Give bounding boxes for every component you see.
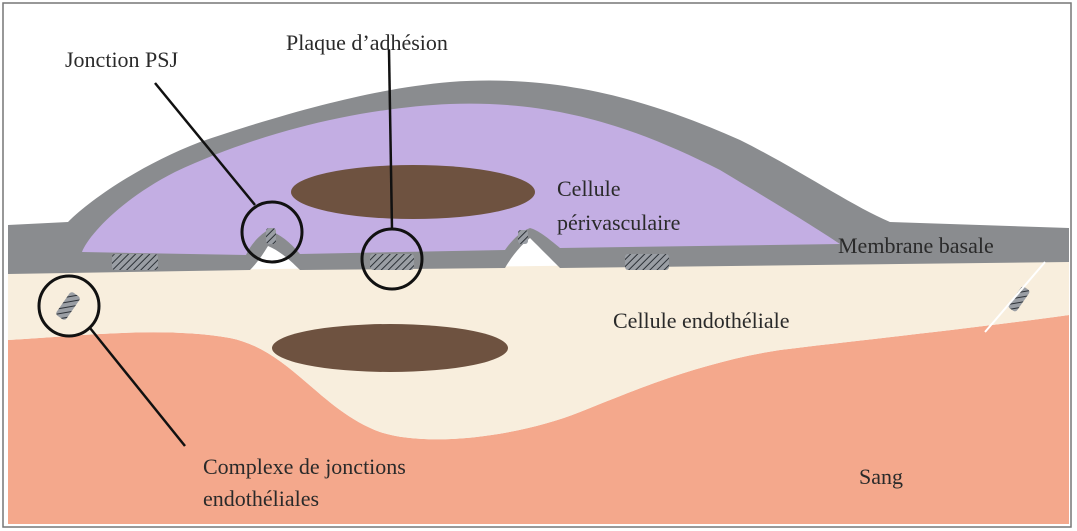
pericyte-nucleus: [291, 165, 535, 219]
label-cellule-perivasculaire-2: périvasculaire: [557, 208, 680, 237]
label-plaque-adhesion: Plaque d’adhésion: [286, 28, 448, 57]
label-jonction-psj: Jonction PSJ: [65, 45, 178, 74]
adhesion-plaque: [370, 254, 414, 270]
label-sang: Sang: [859, 462, 903, 491]
endothelial-nucleus: [272, 324, 508, 372]
adhesion-plaque: [112, 254, 158, 270]
label-complexe-1: Complexe de jonctions: [203, 452, 406, 481]
label-cellule-endotheliale: Cellule endothéliale: [613, 306, 790, 335]
psj-peg: [518, 230, 528, 244]
adhesion-plaque: [625, 254, 669, 270]
psj-peg: [266, 228, 276, 244]
label-membrane-basale: Membrane basale: [838, 231, 994, 260]
label-complexe-2: endothéliales: [203, 484, 319, 513]
label-cellule-perivasculaire-1: Cellule: [557, 174, 621, 203]
